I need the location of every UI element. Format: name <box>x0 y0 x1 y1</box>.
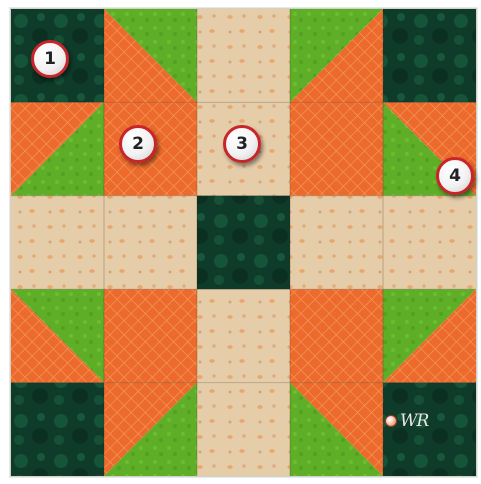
patch-square <box>197 9 290 102</box>
patch-square <box>290 289 383 382</box>
patch-square <box>11 196 104 289</box>
quilt-pattern <box>11 9 476 476</box>
patch-square <box>290 102 383 195</box>
marker-4-label: 4 <box>449 166 461 186</box>
marker-2: 2 <box>119 125 157 163</box>
patch-square <box>197 383 290 476</box>
marker-4: 4 <box>436 157 474 195</box>
patch-square <box>104 289 197 382</box>
marker-2-label: 2 <box>132 134 144 154</box>
patch-square <box>290 196 383 289</box>
signature-dot-icon <box>385 415 397 427</box>
patch-square <box>11 383 104 476</box>
marker-1-label: 1 <box>44 49 56 69</box>
quilt-block: 1 2 3 4 WR <box>10 8 477 477</box>
marker-3: 3 <box>223 125 261 163</box>
patch-square <box>383 9 476 102</box>
patch-square <box>383 196 476 289</box>
marker-1: 1 <box>31 40 69 78</box>
signature-text: WR <box>400 411 428 431</box>
marker-3-label: 3 <box>236 134 248 154</box>
patch-square <box>197 289 290 382</box>
patch-square <box>104 196 197 289</box>
patch-square <box>197 196 290 289</box>
maker-signature: WR <box>385 411 428 431</box>
